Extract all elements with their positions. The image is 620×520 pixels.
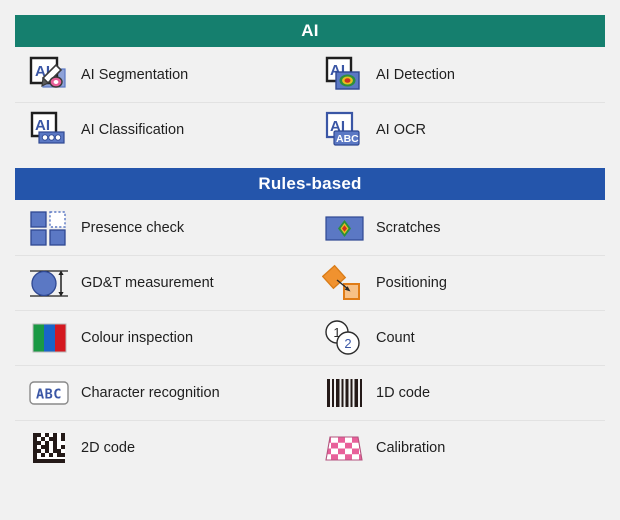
tool-label: AI Segmentation [81,66,189,83]
section-header-ai: AI [15,15,605,47]
tool-item-2d-code[interactable]: 2D code [15,420,310,475]
tool-item-ai-ocr[interactable]: AI ABC AI OCR [310,102,605,157]
section-spacer [15,157,605,168]
tool-label: Calibration [376,440,446,456]
ai-tool-grid: AI AI Segmentation AI [15,47,605,157]
svg-text:AI: AI [35,117,50,134]
tool-label: Character recognition [81,385,220,401]
ai-ocr-icon: AI ABC [318,108,370,152]
section-header-rules-based: Rules-based [15,168,605,200]
tool-row: Presence check Scratches [15,200,605,255]
tool-label: Colour inspection [81,330,194,346]
tool-item-1d-code[interactable]: 1D code [310,365,605,420]
tool-label: AI Detection [376,66,455,83]
tool-label: AI OCR [376,122,426,138]
rules-tool-grid: Presence check Scratches [15,200,605,475]
tool-label: 2D code [81,440,136,456]
scratches-icon [318,206,370,250]
ai-classification-icon: AI [23,108,75,152]
ai-detection-icon: AI [318,53,370,97]
tool-label: Scratches [376,219,441,236]
tool-item-ai-classification[interactable]: AI AI Classification [15,102,310,157]
character-recognition-icon: ABC [23,371,75,415]
calibration-icon [318,426,370,470]
ai-segmentation-icon: AI [23,53,75,97]
tool-item-count[interactable]: 1 2 Count [310,310,605,365]
tool-item-positioning[interactable]: Positioning [310,255,605,310]
tool-row: 2D code [15,420,605,475]
section-title-ai: AI [301,21,319,40]
tool-item-ai-detection[interactable]: AI AI Detection [310,47,605,102]
svg-text:2: 2 [344,336,351,351]
tool-label: Positioning [376,275,447,291]
inspection-tool-panel: AI AI AI Segmentation [15,15,605,475]
tool-label: GD&T measurement [81,275,214,291]
svg-text:ABC: ABC [36,387,62,403]
tool-row: GD&T measurement Positioning [15,255,605,310]
tool-label: Presence check [81,219,185,236]
tool-row: Colour inspection 1 2 Count [15,310,605,365]
two-d-code-icon [23,426,75,470]
tool-item-colour-inspection[interactable]: Colour inspection [15,310,310,365]
tool-row: ABC Character recognition [15,365,605,420]
tool-item-calibration[interactable]: Calibration [310,420,605,475]
tool-label: Count [376,330,415,346]
gdt-measurement-icon [23,261,75,305]
tool-item-character-recognition[interactable]: ABC Character recognition [15,365,310,420]
colour-inspection-icon [23,316,75,360]
one-d-code-icon [318,371,370,415]
tool-item-scratches[interactable]: Scratches [310,200,605,255]
section-title-rules-based: Rules-based [258,174,362,193]
count-icon: 1 2 [318,316,370,360]
tool-item-ai-segmentation[interactable]: AI AI Segmentation [15,47,310,102]
tool-item-gdt-measurement[interactable]: GD&T measurement [15,255,310,310]
svg-text:1: 1 [333,325,340,340]
tool-row: AI AI Segmentation AI [15,47,605,102]
tool-label: 1D code [376,385,431,401]
tool-label: AI Classification [81,122,185,138]
presence-check-icon [23,206,75,250]
tool-item-presence-check[interactable]: Presence check [15,200,310,255]
positioning-icon [318,261,370,305]
tool-row: AI AI Classification AI ABC [15,102,605,157]
svg-text:ABC: ABC [336,133,359,145]
